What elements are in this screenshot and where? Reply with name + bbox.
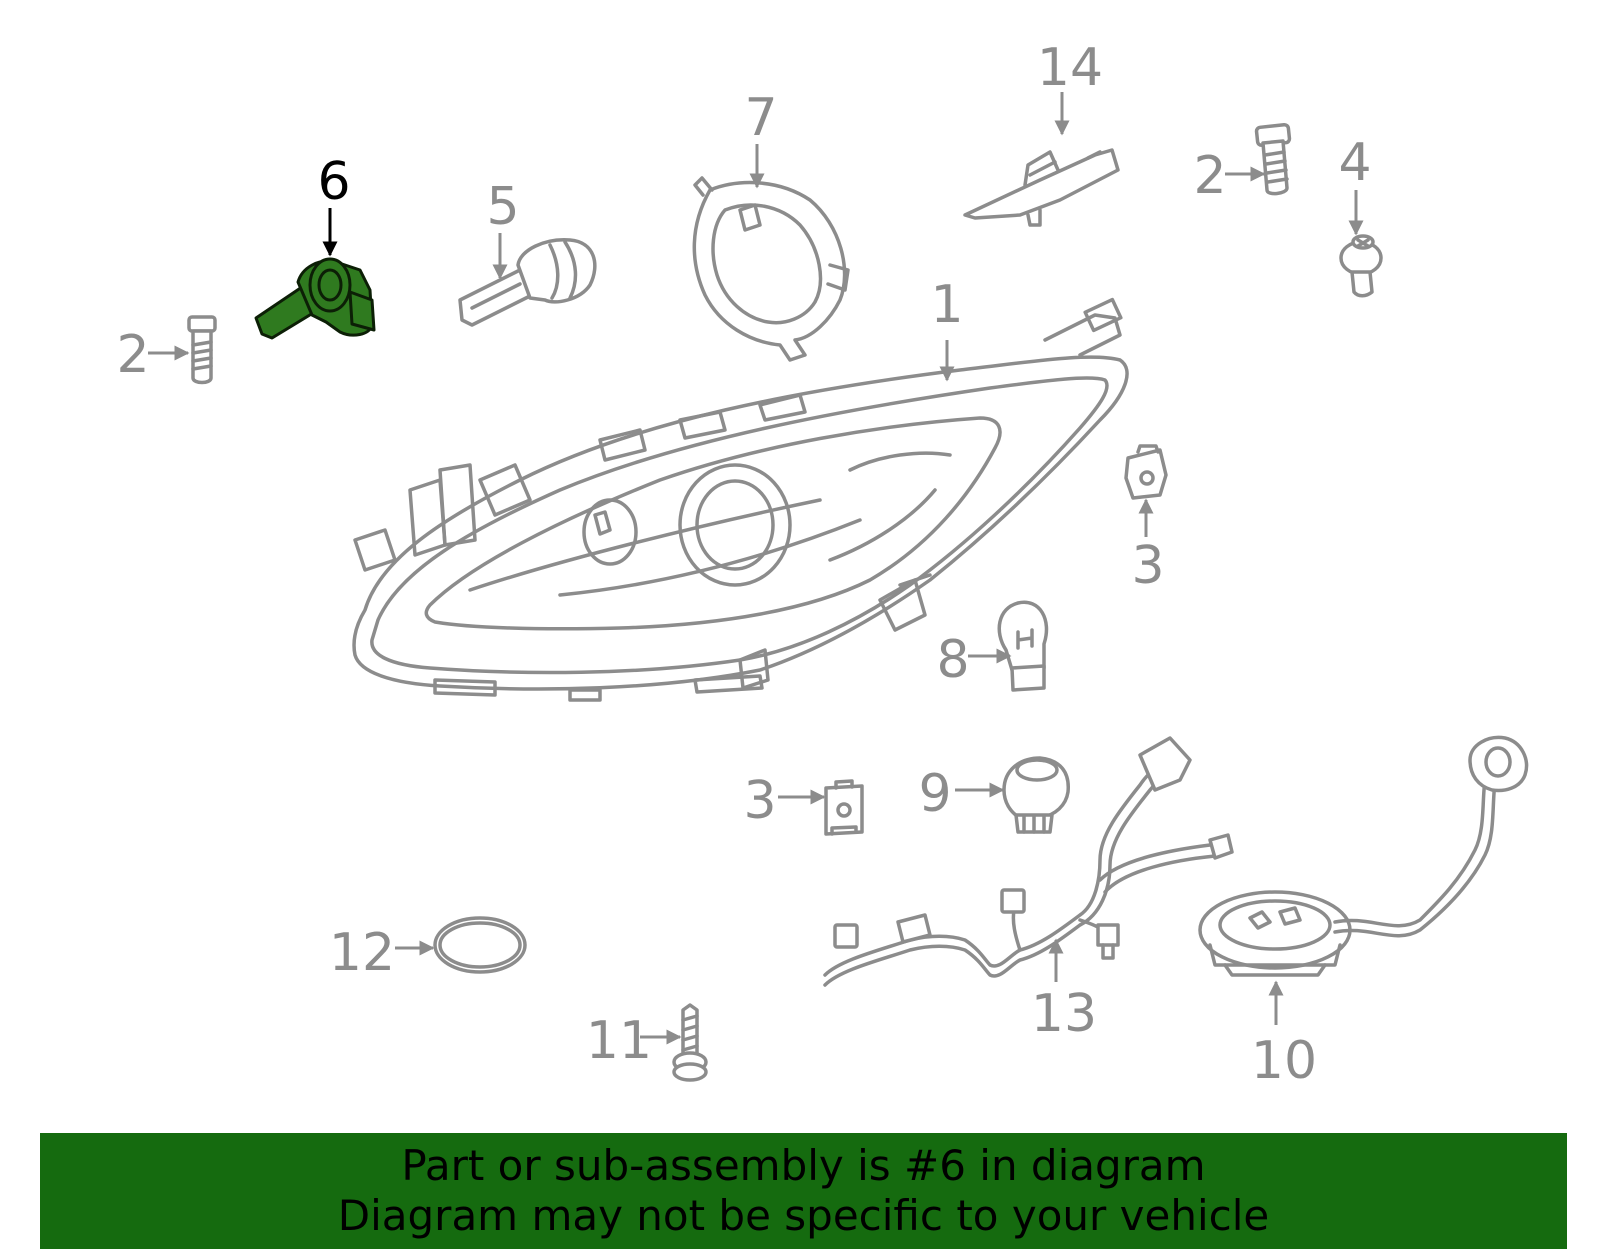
callout-3-upper: 3 [1131, 536, 1164, 596]
bulb-6-highlighted [254, 257, 376, 340]
notice-banner: Part or sub-assembly is #6 in diagram Di… [40, 1133, 1567, 1249]
callout-6: 6 [317, 152, 350, 212]
callout-1: 1 [930, 275, 963, 335]
callout-2-right: 2 [1193, 146, 1226, 206]
tapping-screw [672, 1003, 708, 1082]
callout-3-lower: 3 [743, 771, 776, 831]
bracket [963, 148, 1120, 227]
callout-8: 8 [936, 630, 969, 690]
callout-10: 10 [1251, 1031, 1317, 1091]
callout-2-left: 2 [116, 325, 149, 385]
callout-4: 4 [1338, 133, 1371, 193]
callout-11: 11 [586, 1011, 652, 1071]
notice-line-2: Diagram may not be specific to your vehi… [337, 1191, 1270, 1240]
callout-13: 13 [1031, 984, 1097, 1044]
bolt-right [1254, 123, 1292, 196]
headlamp-assembly [352, 297, 1129, 702]
notice-line-1: Part or sub-assembly is #6 in diagram [401, 1141, 1206, 1190]
bulb-5 [458, 238, 597, 327]
callout-9: 9 [918, 764, 951, 824]
bulb-socket [1002, 756, 1070, 834]
retaining-ring [692, 176, 850, 362]
harness-ring [1198, 735, 1529, 977]
push-clip [1339, 234, 1383, 298]
clip-upper [1124, 444, 1168, 500]
callout-5: 5 [486, 177, 519, 237]
callout-7: 7 [744, 88, 777, 148]
wedge-bulb [997, 600, 1049, 692]
bolt-left [187, 315, 217, 385]
o-ring [433, 916, 527, 974]
wire-harness [823, 736, 1234, 987]
callout-14: 14 [1037, 38, 1103, 98]
callout-12: 12 [329, 923, 395, 983]
clip-lower [824, 779, 864, 836]
